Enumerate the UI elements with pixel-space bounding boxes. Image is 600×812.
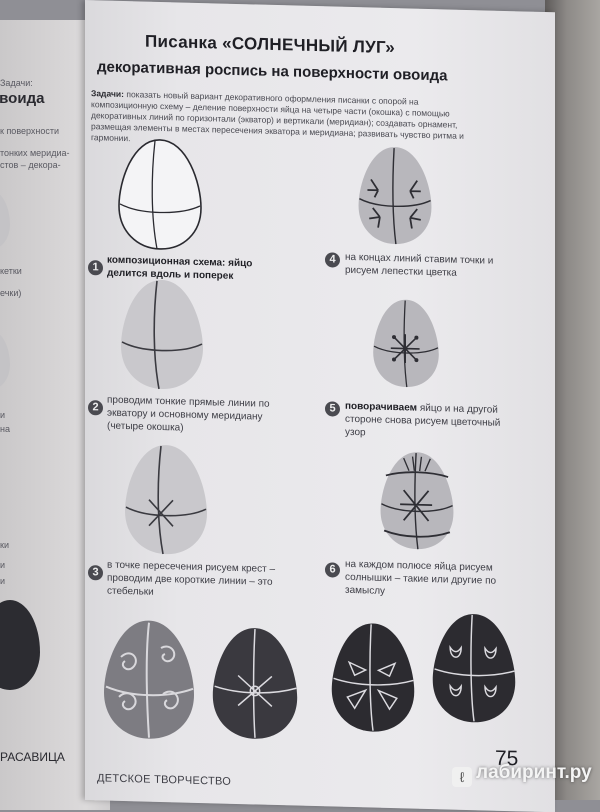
labirint-logo-icon: ℓ	[452, 767, 472, 787]
left-text: кетки	[0, 266, 22, 276]
left-text: к поверхности	[0, 126, 60, 136]
step-caption-6: на каждом полюсе яйца рисуем солнышки – …	[345, 558, 497, 597]
egg-step-3	[125, 445, 207, 555]
step-number-2: 2	[88, 400, 103, 416]
step-caption-4: на концах линий ставим точки и рисуем ле…	[345, 251, 494, 279]
page-footer: ДЕТСКОЕ ТВОРЧЕСТВО	[97, 772, 232, 788]
task-body: показать новый вариант декоративного офо…	[91, 89, 464, 144]
watermark-text: лабиринт.ру	[476, 762, 592, 783]
egg-step-6	[380, 452, 454, 550]
egg-illustration	[0, 190, 10, 250]
step-number-1: 1	[88, 260, 103, 276]
left-text: и	[0, 560, 6, 570]
step-caption-2: проводим тонкие прямые линии по экватору…	[107, 394, 270, 434]
task-label: Задачи:	[91, 88, 124, 100]
painted-egg-triangles	[331, 623, 415, 732]
egg-illustration	[0, 330, 10, 390]
step-number-4: 4	[325, 252, 340, 268]
egg-step-4	[358, 147, 432, 245]
egg-step-2	[121, 280, 203, 390]
book-page: Писанка «СОЛНЕЧНЫЙ ЛУГ» декоративная рос…	[85, 0, 555, 812]
left-text: Задачи:	[0, 78, 33, 88]
step-number-3: 3	[88, 565, 103, 581]
step-caption-3: в точке пересечения рисуем крест – прово…	[107, 559, 276, 598]
page-subtitle: декоративная роспись на поверхности овои…	[97, 58, 448, 85]
left-text: стов – декора-	[0, 160, 61, 170]
left-text: на	[0, 424, 10, 434]
left-text: ки	[0, 540, 9, 550]
painted-egg-snowflake	[212, 628, 298, 739]
step-number-6: 6	[325, 562, 340, 578]
left-text: тонких меридиа-	[0, 148, 70, 158]
painted-egg-swirl	[104, 620, 194, 739]
painted-egg-illustration	[0, 600, 40, 690]
left-text: и	[0, 410, 6, 420]
step-caption-5: поворачиваем яйцо и на другой стороне сн…	[345, 400, 515, 443]
step-text-bold: поворачиваем	[345, 400, 418, 414]
egg-step-1	[118, 139, 202, 250]
egg-step-5	[373, 299, 439, 388]
page-title: Писанка «СОЛНЕЧНЫЙ ЛУГ»	[145, 31, 396, 58]
painted-egg-tulips	[432, 614, 516, 723]
left-text: и	[0, 576, 6, 586]
left-footer: РАСАВИЦА	[0, 750, 65, 764]
step-number-5: 5	[325, 401, 340, 417]
left-heading: овоида	[0, 90, 45, 107]
left-text: ечки)	[0, 288, 22, 298]
